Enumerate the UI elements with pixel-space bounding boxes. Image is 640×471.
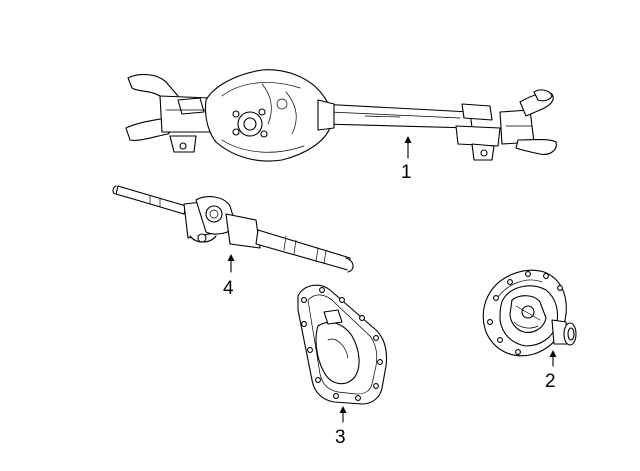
callout-4-label: 4 [223, 278, 234, 299]
callout-2: 2 [545, 350, 557, 392]
callout-3-label: 3 [335, 427, 346, 448]
differential-case[interactable] [482, 269, 577, 357]
axle-shaft-u-joint[interactable] [112, 185, 354, 273]
differential-cover[interactable] [297, 284, 388, 405]
callout-2-label: 2 [545, 371, 556, 392]
callout-1: 1 [401, 136, 412, 183]
callout-1-label: 1 [401, 162, 412, 183]
callout-4: 4 [223, 254, 235, 299]
axle-housing-assembly[interactable] [125, 69, 557, 162]
callout-3: 3 [335, 406, 347, 448]
